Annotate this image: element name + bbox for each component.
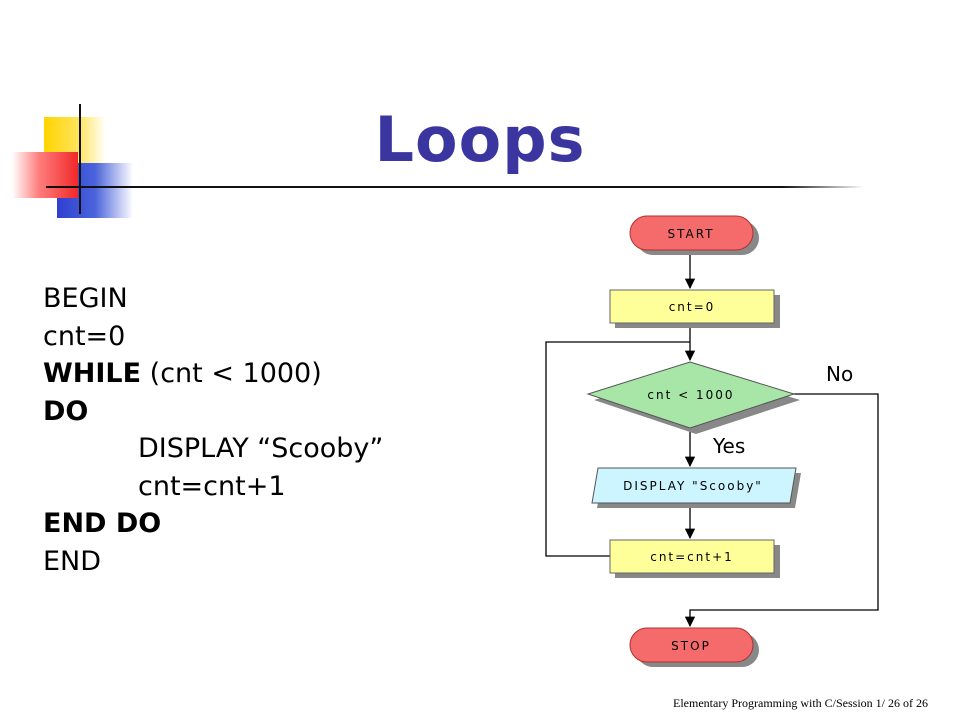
stop-terminal: STOP [629, 627, 759, 667]
increment-label: cnt=cnt+1 [650, 550, 734, 564]
pseudocode-line: END [43, 545, 102, 577]
stop-label: STOP [671, 639, 711, 653]
condition-label: cnt < 1000 [647, 388, 734, 402]
pseudocode-line: DISPLAY “Scooby” [138, 433, 384, 464]
decorative-vertical-line [79, 104, 81, 214]
pseudocode-line: END DO [43, 508, 162, 539]
pseudocode-line: DO [43, 395, 89, 427]
yes-label: Yes [712, 434, 745, 458]
flowchart-connectors [545, 252, 879, 628]
pseudocode-line: cnt=cnt+1 [138, 470, 286, 502]
condition-decision: cnt < 1000 [586, 361, 800, 434]
increment-process: cnt=cnt+1 [609, 539, 780, 578]
slide-title: Loops [374, 103, 586, 176]
while-condition: (cnt < 1000) [141, 358, 322, 389]
arrow-no-to-stop [684, 393, 879, 628]
slide-footer: Elementary Programming with C/Session 1/… [673, 696, 928, 710]
no-label: No [826, 362, 853, 386]
display-io: DISPLAY "Scooby" [591, 467, 801, 508]
init-process: cnt=0 [609, 289, 780, 328]
loop-back-line [545, 341, 690, 557]
start-label: START [667, 227, 714, 241]
pseudocode-block: BEGIN cnt=0 WHILE (cnt < 1000) DO DISPLA… [43, 280, 383, 580]
pseudocode-line: cnt=0 [43, 320, 126, 352]
title-underline [46, 186, 864, 188]
pseudocode-line: BEGIN [43, 283, 128, 314]
init-label: cnt=0 [669, 300, 716, 314]
while-keyword: WHILE [43, 358, 142, 389]
pseudocode-line: WHILE (cnt < 1000) [43, 355, 383, 393]
decorative-red-square [12, 152, 78, 198]
start-terminal: START [629, 215, 759, 255]
display-label: DISPLAY "Scooby" [623, 479, 763, 493]
